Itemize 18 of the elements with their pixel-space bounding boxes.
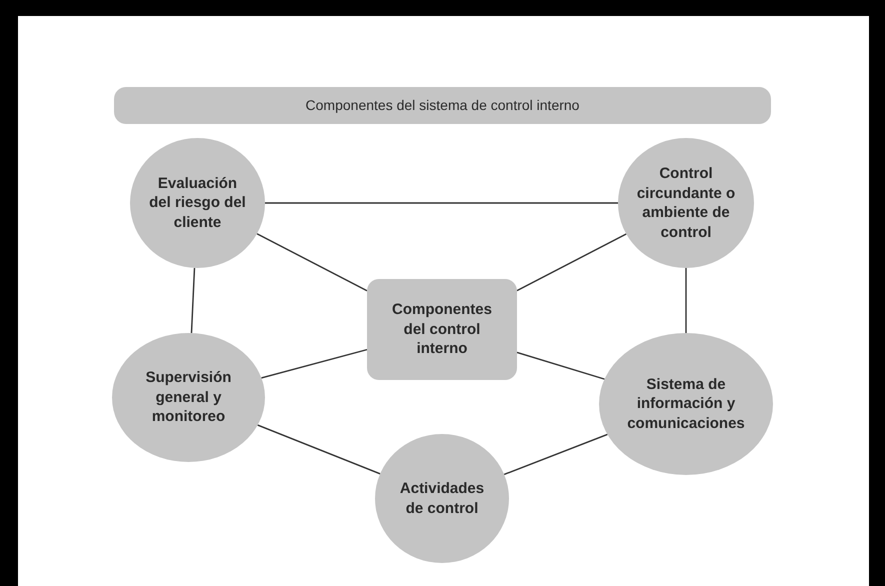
- node-label: Evaluación del riesgo del cliente: [148, 174, 247, 232]
- node-label: Control circundante o ambiente de control: [636, 164, 736, 242]
- center-box: [367, 279, 517, 380]
- node-label: Actividades de control: [398, 479, 486, 518]
- connector-line: [257, 424, 380, 474]
- node-label: Sistema de información y comunicaciones: [626, 374, 746, 434]
- connector-line: [504, 434, 608, 476]
- connector-line: [256, 233, 368, 292]
- connector-line: [516, 233, 627, 292]
- node-label: Componentes del control interno: [390, 300, 493, 359]
- connector-line: [265, 202, 618, 204]
- connector-line: [685, 268, 687, 333]
- node-label: Supervisión general y monitoreo: [144, 368, 232, 427]
- connector-line: [261, 348, 368, 379]
- connector-line: [190, 268, 196, 334]
- connector-line: [516, 352, 605, 380]
- node-label: Componentes del sistema de control interno: [306, 96, 580, 115]
- title-bar: [114, 87, 771, 124]
